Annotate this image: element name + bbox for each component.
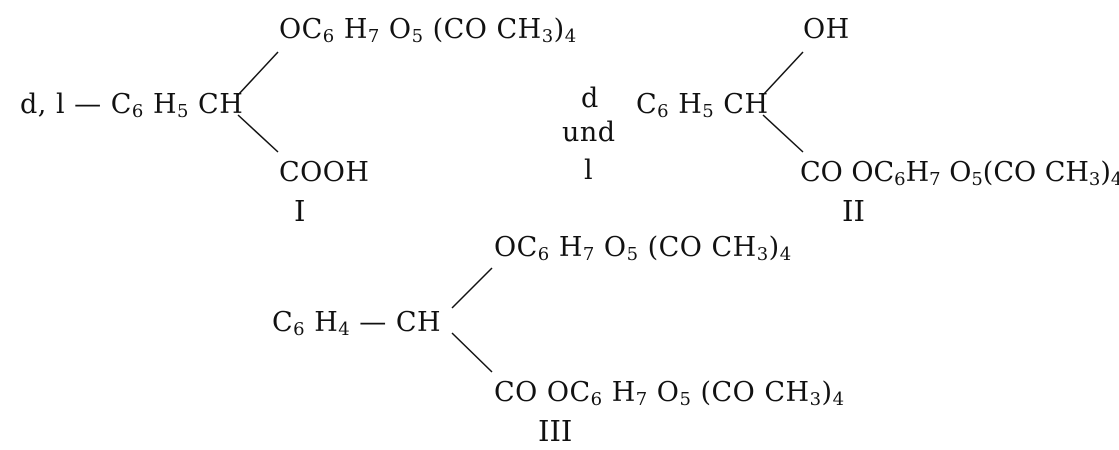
bond-I-down xyxy=(237,114,279,153)
formula-II-prefix-d: d xyxy=(581,83,599,114)
formula-III-bottom: CO OC6 H7 O5 (CO CH3)4 xyxy=(494,377,845,410)
bond-I-up xyxy=(237,51,279,96)
formula-II-center: C6 H5 CH xyxy=(636,89,769,122)
formula-II-label: II xyxy=(842,194,865,228)
formula-I-center: d, l — C6 H5 CH xyxy=(20,89,244,122)
formula-III-center: C6 H4 — CH xyxy=(272,307,442,340)
bond-II-up xyxy=(762,51,804,96)
bond-III-up xyxy=(451,267,493,309)
formula-II-prefix-l: l xyxy=(584,155,594,186)
formula-I-top: OC6 H7 O5 (CO CH3)4 xyxy=(279,14,577,47)
formula-II-top: OH xyxy=(803,14,850,45)
formula-II-prefix-und: und xyxy=(562,117,616,148)
formula-III-label: III xyxy=(538,414,573,448)
formula-II-bottom: CO OC6H7 O5(CO CH3)4 xyxy=(800,157,1119,190)
bond-II-down xyxy=(762,114,804,153)
formula-I-label: I xyxy=(294,194,306,228)
bond-III-down xyxy=(451,332,493,373)
formula-I-bottom: COOH xyxy=(279,157,370,188)
formula-III-top: OC6 H7 O5 (CO CH3)4 xyxy=(494,232,792,265)
